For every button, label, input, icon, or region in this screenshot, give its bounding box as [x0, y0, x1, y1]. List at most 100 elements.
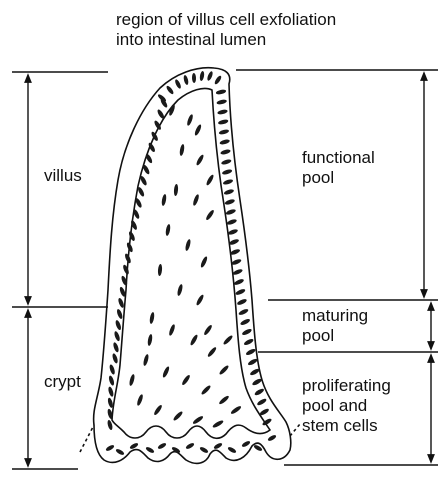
epithelial-nucleus — [113, 331, 120, 342]
core-nucleus — [212, 419, 224, 428]
crypt-label: crypt — [44, 372, 81, 391]
epithelial-nucleus — [223, 188, 234, 195]
epithelial-nucleus — [174, 79, 182, 90]
epithelial-nucleus — [226, 218, 237, 225]
epithelial-nucleus — [236, 298, 247, 306]
core-nucleus — [205, 209, 215, 221]
epithelial-nucleus — [216, 99, 227, 105]
core-nucleus — [149, 312, 155, 325]
epithelial-nucleus — [222, 178, 233, 185]
core-nucleus — [192, 194, 200, 207]
core-nucleus — [162, 366, 171, 379]
core-nucleus — [179, 144, 185, 157]
epithelial-nucleus — [241, 440, 251, 448]
villus-tissue — [80, 68, 300, 464]
epithelial-nucleus — [224, 198, 235, 205]
functional-pool-label-line1: functional — [302, 148, 375, 167]
epithelial-nucleus — [247, 358, 258, 367]
core-nucleus — [185, 239, 192, 252]
proliferating-pool-label-line3: stem cells — [302, 416, 378, 435]
epithelial-nucleus — [165, 85, 174, 95]
core-nucleus — [153, 404, 163, 416]
epithelial-nucleus — [218, 119, 229, 126]
core-nucleus — [207, 346, 218, 358]
epithelial-nucleus — [233, 278, 244, 286]
core-nucleus — [200, 384, 211, 395]
core-nucleus — [218, 395, 230, 406]
epithelial-nucleus — [241, 328, 252, 336]
epithelial-nucleus — [227, 446, 237, 454]
epithelial-nucleus — [107, 386, 114, 397]
core-nucleus — [230, 405, 242, 415]
core-nucleus — [186, 114, 194, 127]
epithelial-nucleus — [240, 318, 251, 326]
core-nucleus — [172, 410, 183, 421]
core-nucleus — [195, 294, 204, 306]
epithelial-nucleus — [235, 288, 246, 296]
villus-inner-contour — [112, 88, 270, 438]
epithelial-nucleus — [238, 308, 249, 316]
core-nucleus — [143, 354, 150, 367]
epithelial-nucleus — [256, 398, 267, 407]
proliferating-pool-label-line1: proliferating — [302, 376, 391, 395]
epithelial-nucleus — [108, 375, 115, 386]
epithelial-nucleus — [115, 319, 123, 330]
crypt-opening-right — [290, 424, 300, 436]
core-nucleus — [165, 224, 171, 237]
epithelial-nucleus — [111, 353, 118, 364]
proliferating-pool-label-line2: pool and — [302, 396, 367, 415]
epithelial-nucleus — [157, 442, 167, 450]
epithelial-nucleus — [221, 159, 232, 166]
core-nucleus — [203, 324, 213, 336]
core-nucleus — [177, 284, 184, 297]
epithelial-nucleus — [150, 131, 159, 142]
core-nucleus — [189, 334, 198, 346]
maturing-pool-label-line1: maturing — [302, 306, 368, 325]
epithelial-nucleus — [185, 442, 195, 450]
epithelial-nucleus — [199, 71, 205, 82]
functional-pool-label-line2: pool — [302, 168, 334, 187]
epithelial-nucleus — [219, 139, 230, 146]
core-nucleus — [173, 184, 178, 196]
epithelial-nucleus — [214, 75, 223, 86]
epithelial-nucleus — [243, 338, 254, 346]
epithelial-nucleus — [218, 129, 229, 136]
epithelial-nucleus — [112, 342, 119, 353]
core-nucleus — [157, 264, 162, 276]
core-nucleus — [168, 324, 176, 337]
epithelial-nucleus — [128, 231, 136, 242]
epithelial-nucleus — [199, 446, 209, 454]
epithelial-nucleus — [122, 264, 130, 275]
core-nucleus — [194, 124, 203, 137]
span-arrows — [28, 76, 431, 463]
epithelial-nucleus — [225, 208, 236, 215]
villus-label: villus — [44, 166, 82, 185]
core-nucleus — [205, 174, 214, 186]
core-nucleus — [192, 415, 204, 425]
epithelial-nucleus — [213, 442, 223, 450]
epithelial-nucleus — [206, 71, 213, 82]
epithelial-nucleus — [215, 89, 226, 95]
epithelial-nucleus — [245, 348, 256, 357]
epithelial-nucleus — [222, 168, 233, 175]
core-nucleus — [136, 394, 144, 407]
epithelial-nucleus — [220, 149, 231, 156]
core-nucleus — [218, 364, 229, 375]
core-nucleus — [161, 194, 167, 207]
exfoliation-label-line2: into intestinal lumen — [116, 30, 266, 49]
epithelial-nucleus — [267, 434, 277, 442]
exfoliation-label-line1: region of villus cell exfoliation — [116, 10, 336, 29]
core-nucleus — [195, 154, 204, 166]
core-nucleus — [200, 256, 209, 269]
epithelial-nucleus — [145, 446, 155, 454]
core-nucleus — [222, 334, 233, 345]
epithelial-nucleus — [254, 388, 265, 397]
epithelial-nucleus — [116, 308, 124, 319]
epithelial-nucleus — [129, 442, 139, 450]
core-nucleus — [129, 374, 136, 387]
epithelial-nucleus — [183, 75, 189, 86]
epithelial-nucleus — [192, 73, 196, 83]
left-boundary-lines — [12, 72, 108, 469]
